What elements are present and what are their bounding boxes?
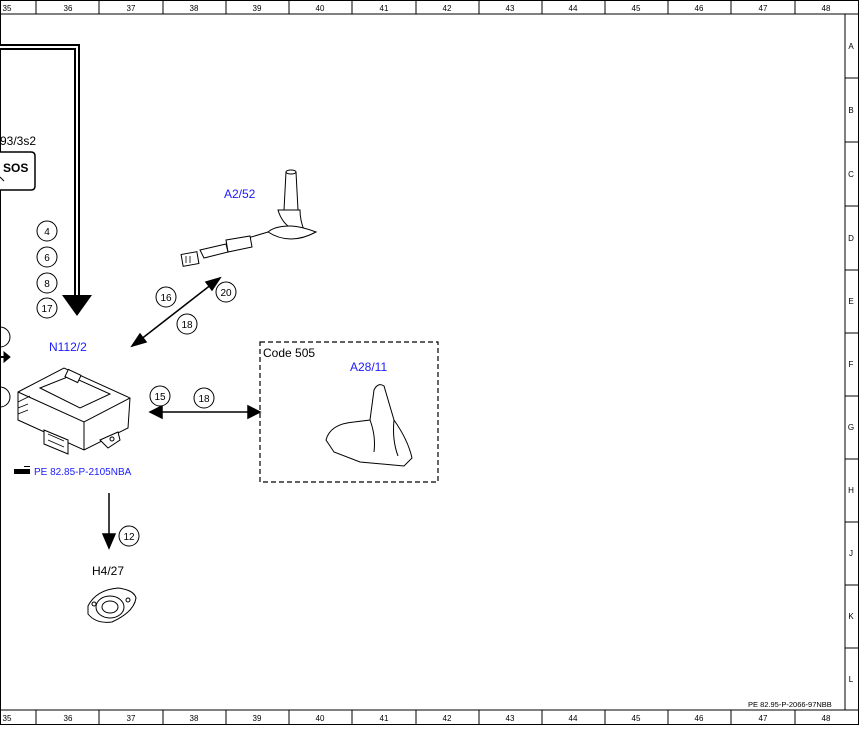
column-numbers-bottom: 35 36 37 38 39 40 41 42 43 44 45 46 47 4… <box>3 714 831 723</box>
circle-number: 12 <box>123 532 135 543</box>
main-signal-arrow <box>0 44 92 316</box>
row-letter: E <box>848 297 853 306</box>
circle-number: 6 <box>44 253 50 264</box>
circle-number: 17 <box>41 304 53 315</box>
roof-link-arrow <box>148 404 262 420</box>
row-letter: D <box>848 234 854 243</box>
col-num: 46 <box>695 4 704 13</box>
circle-number: 18 <box>198 394 210 405</box>
col-num: 41 <box>380 714 389 723</box>
col-num: 44 <box>569 714 578 723</box>
col-num: 44 <box>569 4 578 13</box>
col-num: 35 <box>3 4 12 13</box>
module-n112-2-label: N112/2 <box>49 340 87 354</box>
col-num: 38 <box>190 4 199 13</box>
speaker-h4-27-graphic <box>87 587 137 623</box>
col-num: 48 <box>822 714 831 723</box>
speaker-link-number-circle <box>118 525 140 547</box>
left-connection-stack: 4 6 8 17 <box>36 220 58 319</box>
column-dividers-bottom <box>35 710 796 725</box>
code-505-box <box>259 341 439 483</box>
row-dividers <box>845 77 859 649</box>
speaker-h4-27-label: H4/27 <box>92 564 124 578</box>
col-num: 41 <box>380 4 389 13</box>
circle-number: 20 <box>220 288 232 299</box>
row-letter: A <box>848 42 854 51</box>
circle-number: 16 <box>160 293 172 304</box>
col-num: 37 <box>127 714 136 723</box>
pointing-hand-icon <box>14 466 30 474</box>
roof-link-numbers: 15 18 <box>149 385 215 409</box>
sos-text: SOS <box>3 161 28 175</box>
col-num: 45 <box>632 4 641 13</box>
row-letters: A B C D E F G H J K L <box>848 42 854 684</box>
col-num: 37 <box>127 4 136 13</box>
row-letter: F <box>849 360 854 369</box>
circle-number: 15 <box>154 392 166 403</box>
col-num: 47 <box>759 4 768 13</box>
col-num: 48 <box>822 4 831 13</box>
row-letter: L <box>849 675 854 684</box>
antenna-a2-52-graphic <box>180 169 318 267</box>
left-edge-partials <box>0 326 11 408</box>
row-letter: H <box>848 486 854 495</box>
speaker-link-arrow <box>101 493 117 550</box>
code-505-label: Code 505 <box>263 346 315 360</box>
row-letter: K <box>848 612 854 621</box>
col-num: 40 <box>316 714 325 723</box>
module-n112-2-graphic <box>17 367 131 455</box>
row-letter: J <box>849 549 853 558</box>
col-num: 46 <box>695 714 704 723</box>
col-num: 43 <box>506 4 515 13</box>
circle-number: 18 <box>181 320 193 331</box>
row-letter: C <box>848 170 854 179</box>
col-num: 36 <box>64 714 73 723</box>
col-num: 47 <box>759 714 768 723</box>
document-reference: PE 82.95-P-2066-97NBB <box>748 700 832 709</box>
antenna-a28-11-label: A28/11 <box>350 360 387 374</box>
col-num: 43 <box>506 714 515 723</box>
col-num: 38 <box>190 714 199 723</box>
col-num: 39 <box>253 4 262 13</box>
col-num: 42 <box>443 714 452 723</box>
col-num: 45 <box>632 714 641 723</box>
col-num: 35 <box>3 714 12 723</box>
column-numbers-top: 35 36 37 38 39 40 41 42 43 44 45 46 47 4… <box>3 4 831 13</box>
col-num: 42 <box>443 4 452 13</box>
circle-number: 8 <box>44 279 50 290</box>
module-reference-text: PE 82.85-P-2105NBA <box>34 467 132 478</box>
antenna-link-arrow <box>130 276 222 348</box>
antenna-a28-11-graphic <box>325 384 413 467</box>
row-letter: B <box>848 106 853 115</box>
switch-label: 93/3s2 <box>0 134 36 148</box>
col-num: 39 <box>253 714 262 723</box>
row-letter: G <box>848 423 854 432</box>
sos-button-graphic: SOS <box>0 151 36 191</box>
antenna-link-numbers: 16 20 18 <box>155 281 237 335</box>
col-num: 36 <box>64 4 73 13</box>
column-dividers-top <box>35 0 796 14</box>
module-reference: PE 82.85-P-2105NBA <box>14 466 132 478</box>
circle-number: 4 <box>44 227 50 238</box>
antenna-a2-52-label: A2/52 <box>224 187 256 201</box>
col-num: 40 <box>316 4 325 13</box>
